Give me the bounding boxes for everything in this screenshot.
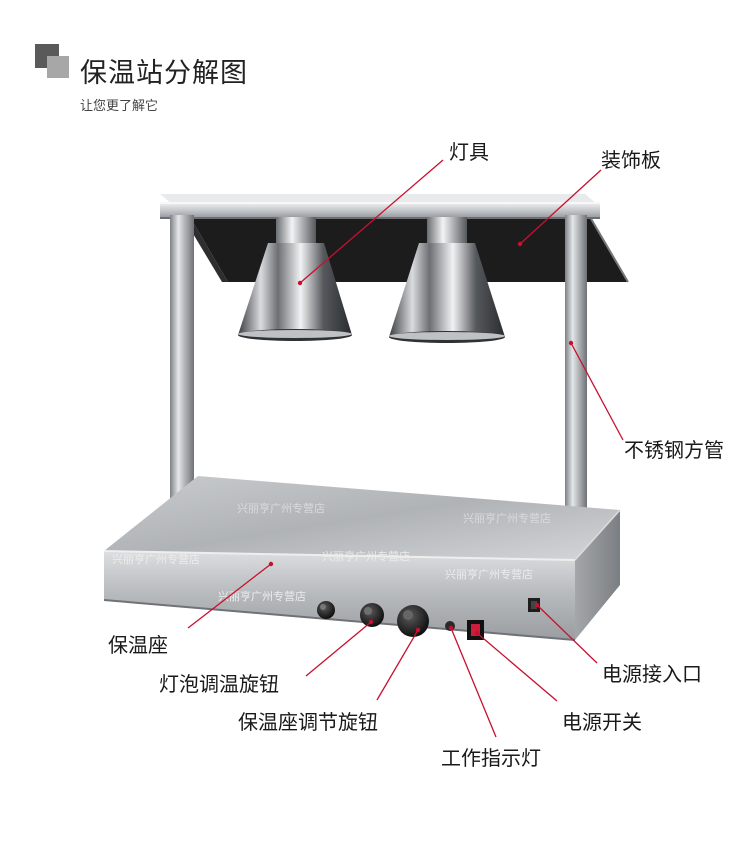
watermark-text: 兴丽亨广州专营店	[218, 589, 306, 603]
small-knob	[317, 601, 335, 619]
warming-base	[103, 476, 621, 641]
watermark-text: 兴丽亨广州专营店	[463, 511, 551, 525]
label-warming-base: 保温座	[108, 633, 168, 657]
decorative-panel	[190, 217, 628, 282]
watermark-text: 兴丽亨广州专营店	[112, 552, 200, 566]
label-bulb-knob: 灯泡调温旋钮	[159, 672, 279, 696]
lamp-right	[389, 217, 505, 343]
page-subtitle: 让您更了解它	[80, 99, 159, 114]
watermark-text: 兴丽亨广州专营店	[445, 567, 533, 581]
label-base-knob: 保温座调节旋钮	[238, 710, 378, 734]
base-temperature-knob	[397, 605, 429, 637]
watermark-text: 兴丽亨广州专营店	[237, 501, 325, 515]
label-power-switch: 电源开关	[562, 710, 642, 734]
label-lamp: 灯具	[449, 140, 489, 164]
bulb-temperature-knob	[360, 603, 384, 627]
label-steel-tube: 不锈钢方管	[624, 438, 724, 462]
left-post	[170, 215, 194, 515]
title-decoration-icon	[35, 44, 75, 78]
label-indicator-light: 工作指示灯	[441, 746, 541, 770]
page-title: 保温站分解图	[80, 58, 248, 89]
top-bar	[160, 194, 600, 219]
power-inlet	[528, 598, 540, 612]
lamp-left	[238, 217, 352, 341]
label-power-inlet: 电源接入口	[602, 662, 702, 686]
watermark-text: 兴丽亨广州专营店	[322, 549, 410, 563]
label-decorative-panel: 装饰板	[601, 148, 661, 172]
callout-leader-lines	[187, 159, 624, 738]
